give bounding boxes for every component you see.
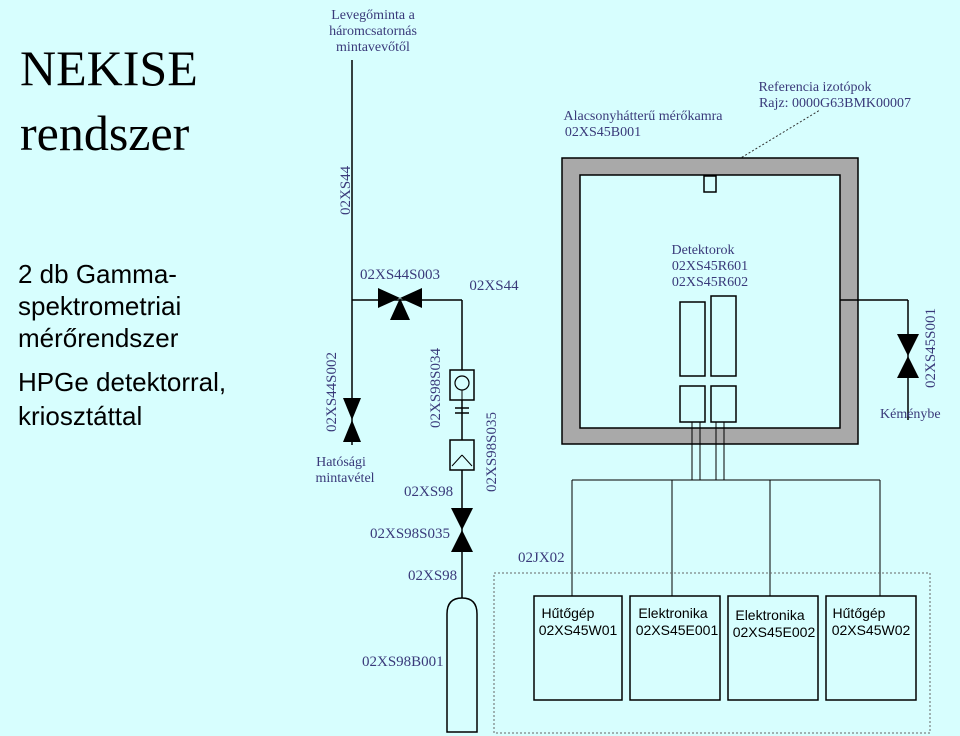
valve-02xs44s003-icon[interactable] — [378, 288, 422, 320]
equipment-enclosure — [493, 572, 931, 734]
title-line-2: rendszer — [20, 105, 190, 161]
gas-bottle-02xs98b001-icon[interactable] — [446, 597, 478, 733]
detector-cables — [571, 422, 881, 596]
official-sampling-label-1: Hatósági — [316, 455, 366, 470]
subtitle-line-1: 2 db Gamma- — [18, 259, 177, 289]
official-sampling-label-2: mintavétel — [315, 471, 374, 486]
unit-box-cooler-2[interactable]: Hűtőgép 02XS45W02 — [825, 595, 917, 701]
unit-3-line-1: Elektronika — [735, 607, 804, 623]
unit-box-cooler-1[interactable]: Hűtőgép 02XS45W01 — [533, 595, 623, 701]
unit-3-line-2: 02XS45E002 — [733, 624, 816, 640]
unit-4-line-2: 02XS45W02 — [832, 622, 911, 638]
label-02xs98s034: 02XS98S034 — [428, 347, 444, 428]
detector-2[interactable] — [710, 295, 737, 423]
valve-02xs98s035-icon[interactable] — [451, 508, 473, 552]
air-sample-label-1: Levegőminta a — [331, 8, 415, 23]
unit-box-electronics-1[interactable]: Elektronika 02XS45E001 — [629, 595, 721, 701]
detectors-label-3: 02XS45R602 — [672, 275, 748, 290]
pressure-regulator-02xs98s035-icon[interactable] — [449, 439, 475, 471]
valve-label-02xs98s035: 02XS98S035 — [370, 526, 450, 542]
chimney-label: Kéménybe — [880, 407, 941, 422]
subtitle-line-4: HPGe detektorral, — [18, 367, 226, 397]
label-02jx02: 02JX02 — [518, 550, 565, 566]
pipe-label-02xs44: 02XS44 — [469, 278, 519, 294]
bottle-label-02xs98b001: 02XS98B001 — [362, 654, 444, 670]
unit-1-line-1: Hűtőgép — [542, 605, 595, 621]
unit-box-electronics-2[interactable]: Elektronika 02XS45E002 — [727, 595, 819, 701]
air-sample-label-3: mintavevőtől — [336, 40, 410, 55]
valve-label-02xs44s002: 02XS44S002 — [324, 352, 340, 432]
pipe-label-02xs44-vertical: 02XS44 — [338, 165, 354, 215]
subtitle-line-5: kriosztáttal — [18, 401, 142, 431]
pipe-label-02xs98-a: 02XS98 — [404, 484, 453, 500]
subtitle-line-3: mérőrendszer — [18, 323, 179, 353]
air-sample-label-2: háromcsatornás — [329, 24, 417, 39]
reference-isotope-holder — [703, 175, 717, 193]
unit-1-line-2: 02XS45W01 — [539, 622, 618, 638]
title-line-1: NEKISE — [20, 40, 198, 96]
detector-1[interactable] — [679, 301, 706, 423]
label-02xs98s035-vertical: 02XS98S035 — [484, 412, 500, 492]
unit-2-line-1: Elektronika — [638, 605, 707, 621]
unit-2-line-2: 02XS45E001 — [636, 622, 719, 638]
low-background-chamber — [561, 157, 859, 445]
valve-label-02xs44s003: 02XS44S003 — [360, 267, 440, 283]
chamber-label-2: 02XS45B001 — [565, 125, 641, 140]
pressure-gauge-02xs98s034-icon[interactable] — [449, 369, 475, 401]
unit-4-line-1: Hűtőgép — [833, 605, 886, 621]
reference-label-2: Rajz: 0000G63BMK00007 — [759, 96, 911, 111]
subtitle-line-2: spektrometriai — [18, 291, 181, 321]
reference-label-1: Referencia izotópok — [758, 80, 871, 95]
restriction-icon — [455, 407, 469, 414]
chamber-label-1: Alacsonyhátterű mérőkamra — [564, 109, 724, 124]
detectors-label-2: 02XS45R601 — [672, 259, 748, 274]
valve-02xs45s001-icon[interactable] — [897, 334, 919, 378]
detectors-label-1: Detektorok — [672, 243, 735, 258]
pipe-label-02xs98-b: 02XS98 — [408, 568, 457, 584]
valve-02xs44s002-icon[interactable] — [343, 398, 361, 442]
valve-label-02xs45s001: 02XS45S001 — [923, 308, 939, 388]
